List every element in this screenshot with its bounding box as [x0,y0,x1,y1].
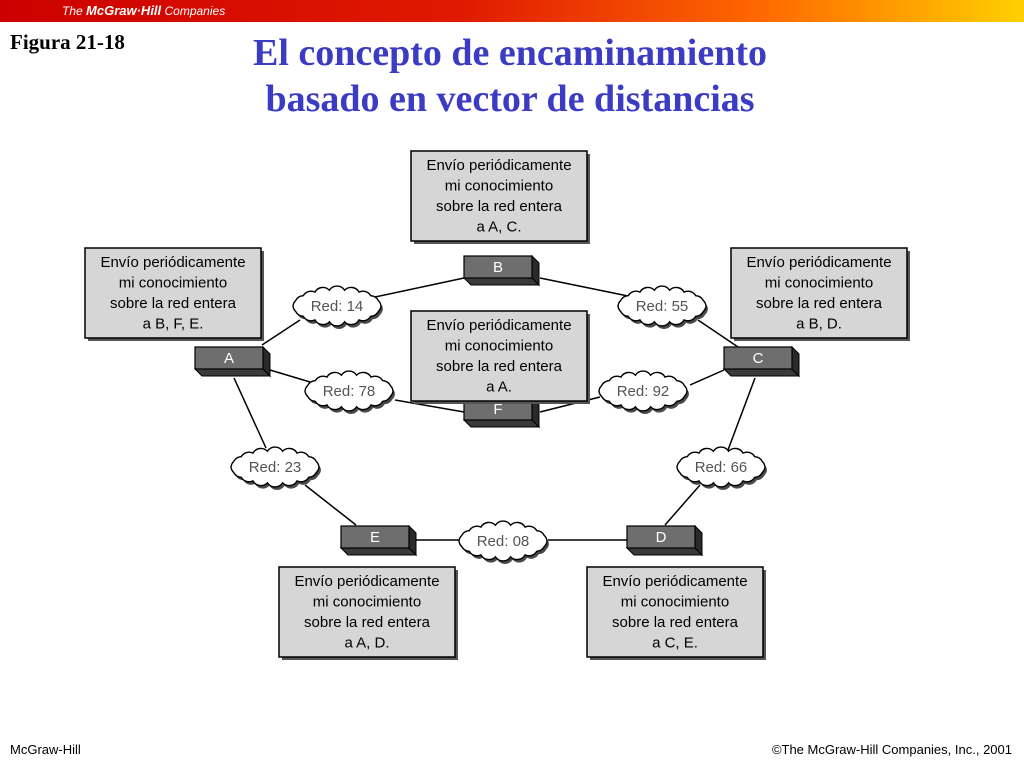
message-line: sobre la red entera [110,295,237,312]
message-box-e: Envío periódicamente mi conocimiento sobre… [278,566,458,660]
network-label: Red: 08 [477,533,530,550]
message-boxes: Envío periódicamente mi conocimiento sobre… [84,150,910,660]
link-a-red78 [269,369,311,383]
message-line: a A, C. [476,219,521,236]
message-line: mi conocimiento [445,338,553,355]
router-label: C [753,350,764,367]
network-cloud: Red: 92 [598,370,689,414]
publisher-banner: The McGraw·Hill Companies [0,0,1024,22]
message-line: Envío periódicamente [100,254,245,271]
message-line: Envío periódicamente [746,254,891,271]
message-line: Envío periódicamente [602,573,747,590]
figure-label: Figura 21-18 [10,30,125,54]
message-line: sobre la red entera [612,614,739,631]
message-line: a B, F, E. [143,316,204,333]
networks: Red: 14 Red: 55 Red: 78 Red: 92 Red: 23 Red: … [230,285,767,564]
network-cloud: Red: 78 [304,370,395,414]
message-box-f: Envío periódicamente mi conocimiento sobre… [410,310,590,404]
link-red14-b [374,277,465,298]
network-cloud: Red: 55 [617,285,708,329]
link-c-red66 [727,377,756,451]
footer-copyright: ©The McGraw-Hill Companies, Inc., 2001 [771,742,1012,757]
link-b-red55 [539,277,629,297]
message-line: a A. [486,379,512,396]
network-label: Red: 14 [311,298,364,315]
routers: A B C D E F [193,254,801,557]
router-b: B [462,254,541,287]
link-red92-c [689,369,725,386]
router-label: E [370,529,380,546]
network-label: Red: 23 [249,459,302,476]
message-line: Envío periódicamente [426,157,571,174]
network-cloud: Red: 08 [458,520,549,564]
title-line-2: basado en vector de distancias [265,78,755,120]
link-a-red23 [233,377,267,449]
message-box-d: Envío periódicamente mi conocimiento sobre… [586,566,766,660]
link-red78-f [394,399,465,413]
link-red55-c [697,319,739,348]
network-label: Red: 66 [695,459,748,476]
slide-title: El concepto de encaminamiento basado en … [150,30,870,122]
network-label: Red: 55 [636,298,689,315]
link-red66-d [664,484,701,526]
links [233,277,756,541]
router-label: F [493,401,502,418]
brand-prefix: The [62,4,83,18]
router-a: A [193,345,272,378]
network-cloud: Red: 23 [230,446,321,490]
router-label: A [224,350,234,367]
router-label: D [656,529,667,546]
message-box-b: Envío periódicamente mi conocimiento sobre… [410,150,590,244]
network-label: Red: 78 [323,383,376,400]
message-line: mi conocimiento [119,275,227,292]
link-red23-e [304,484,357,526]
message-line: a A, D. [344,635,389,652]
network-cloud: Red: 66 [676,446,767,490]
message-box-a: Envío periódicamente mi conocimiento sobre… [84,247,264,341]
message-line: sobre la red entera [304,614,431,631]
message-line: mi conocimiento [445,178,553,195]
message-line: Envío periódicamente [426,317,571,334]
message-line: mi conocimiento [313,594,421,611]
router-c: C [722,345,801,378]
message-line: a B, D. [796,316,842,333]
network-cloud: Red: 14 [292,285,383,329]
message-line: mi conocimiento [621,594,729,611]
message-line: mi conocimiento [765,275,873,292]
footer-publisher: McGraw-Hill [10,742,81,757]
router-d: D [625,524,704,557]
network-label: Red: 92 [617,383,670,400]
message-line: Envío periódicamente [294,573,439,590]
message-line: sobre la red entera [436,198,563,215]
router-label: B [493,259,503,276]
message-line: sobre la red entera [756,295,883,312]
publisher-logo: The McGraw·Hill Companies [62,3,225,18]
brand-suffix: Companies [164,4,226,18]
brand-name: McGraw·Hill [86,3,162,18]
message-line: sobre la red entera [436,358,563,375]
link-a-red14 [261,319,301,346]
message-line: a C, E. [652,635,698,652]
router-e: E [339,524,418,557]
title-line-1: El concepto de encaminamiento [252,32,767,74]
message-box-c: Envío periódicamente mi conocimiento sobre… [730,247,910,341]
